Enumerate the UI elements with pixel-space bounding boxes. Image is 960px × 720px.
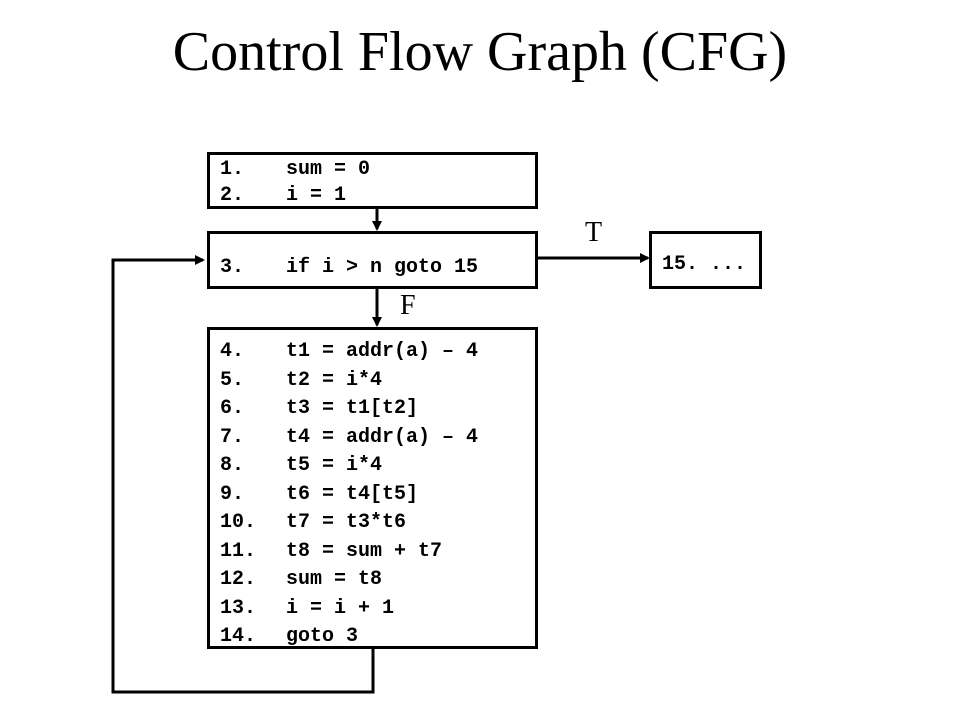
code-text: t2 = i*4	[286, 368, 383, 392]
code-text: t4 = addr(a) – 4	[286, 425, 479, 449]
line-number: 14.	[220, 625, 257, 648]
code-text: t3 = t1[t2]	[286, 397, 419, 420]
code-line: 6. t3 = t1[t2]	[220, 399, 418, 419]
code-text: i = i + 1	[286, 596, 395, 620]
line-number: 1.	[220, 158, 245, 181]
code-line: 3. if i > n goto 15	[220, 258, 478, 278]
line-number: 11.	[220, 539, 257, 563]
exit-block: 15....	[649, 231, 762, 289]
code-line: 9. t6 = t4[t5]	[220, 482, 419, 506]
code-line: 13. i = i + 1	[220, 596, 395, 620]
line-number: 15.	[662, 253, 699, 276]
line-number: 13.	[220, 596, 257, 620]
line-number: 8.	[220, 454, 245, 477]
line-number: 10.	[220, 511, 257, 534]
page-title: Control Flow Graph (CFG)	[172, 21, 788, 83]
condition-block: 3. if i > n goto 15	[207, 231, 538, 289]
code-text: t1 = addr(a) – 4	[286, 340, 479, 363]
line-number: 9.	[220, 482, 245, 506]
line-number: 2.	[220, 184, 245, 207]
code-line: 8. t5 = i*4	[220, 456, 382, 476]
code-line: 7. t4 = addr(a) – 4	[220, 425, 479, 449]
edge-back-loop	[111, 255, 375, 694]
code-line: 12. sum = t8	[220, 570, 382, 590]
line-number: 6.	[220, 397, 245, 420]
code-text: t5 = i*4	[286, 454, 383, 477]
code-line: 5. t2 = i*4	[220, 368, 383, 392]
code-text: t7 = t3*t6	[286, 511, 407, 534]
code-text: goto 3	[286, 625, 359, 648]
code-line: 11. t8 = sum + t7	[220, 539, 443, 563]
code-line: 1. sum = 0	[220, 160, 370, 180]
code-text: t8 = sum + t7	[286, 539, 443, 563]
code-text: if i > n goto 15	[286, 256, 479, 279]
true-edge-label: T	[585, 217, 603, 248]
code-text: ...	[710, 253, 747, 276]
code-text: i = 1	[286, 184, 347, 207]
line-number: 4.	[220, 340, 245, 363]
line-number: 5.	[220, 368, 245, 392]
line-number: 12.	[220, 568, 257, 591]
line-number: 3.	[220, 256, 245, 279]
code-text: sum = 0	[286, 158, 371, 181]
code-line: 2. i = 1	[220, 186, 346, 206]
false-edge-label: F	[400, 290, 416, 321]
loop-body-block: 4. t1 = addr(a) – 4 5. t2 = i*4 6. t3 = t1[t2…	[207, 327, 538, 649]
entry-block: 1. sum = 0 2. i = 1	[207, 152, 538, 209]
code-line: 14. goto 3	[220, 627, 358, 647]
code-line: 4. t1 = addr(a) – 4	[220, 342, 478, 362]
code-text: sum = t8	[286, 568, 383, 591]
code-text: t6 = t4[t5]	[286, 482, 419, 506]
line-number: 7.	[220, 425, 245, 449]
code-line: 15....	[662, 255, 746, 275]
code-line: 10. t7 = t3*t6	[220, 513, 406, 533]
